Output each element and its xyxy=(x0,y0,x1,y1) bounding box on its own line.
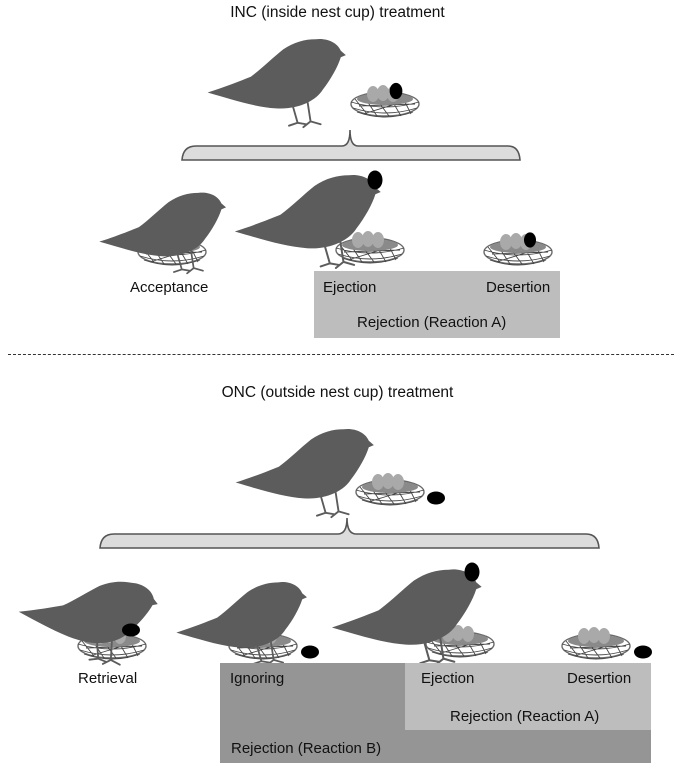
onc-retrieval-bird-icon xyxy=(10,559,162,674)
inc-acceptance-label: Acceptance xyxy=(130,279,209,296)
inc-top-bird-icon xyxy=(206,38,347,129)
onc-top-nest-icon xyxy=(355,472,445,506)
onc-desertion-nest-icon xyxy=(561,626,652,660)
inc-ejection-label: Ejection xyxy=(323,279,377,296)
onc-top-bird-icon xyxy=(234,428,375,519)
inc-desertion-label: Desertion xyxy=(486,279,551,296)
onc-reaction-a-box xyxy=(405,663,651,730)
onc-title: ONC (outside nest cup) treatment xyxy=(221,384,454,401)
inc-top-nest-icon xyxy=(350,82,420,118)
onc-ignoring-label: Ignoring xyxy=(230,670,285,687)
inc-acceptance-bird-icon xyxy=(98,191,227,275)
inc-title: INC (inside nest cup) treatment xyxy=(230,4,445,21)
onc-rejection-b-label: Rejection (Reaction B) xyxy=(231,740,382,757)
inc-desertion-nest-icon xyxy=(483,232,553,266)
section-divider xyxy=(8,354,674,355)
inc-rejection-a-label: Rejection (Reaction A) xyxy=(357,314,507,331)
onc-desertion-label: Desertion xyxy=(567,670,632,687)
onc-rejection-a-label: Rejection (Reaction A) xyxy=(450,708,600,725)
inc-reaction-a-box xyxy=(314,271,560,338)
onc-bracket xyxy=(99,517,600,549)
onc-ejection-bird-icon xyxy=(330,562,495,666)
onc-ejection-label: Ejection xyxy=(421,670,475,687)
onc-ignoring-bird-icon xyxy=(175,581,319,667)
onc-retrieval-label: Retrieval xyxy=(78,670,138,687)
inc-ejection-bird-icon xyxy=(233,170,405,269)
inc-bracket xyxy=(181,129,521,161)
